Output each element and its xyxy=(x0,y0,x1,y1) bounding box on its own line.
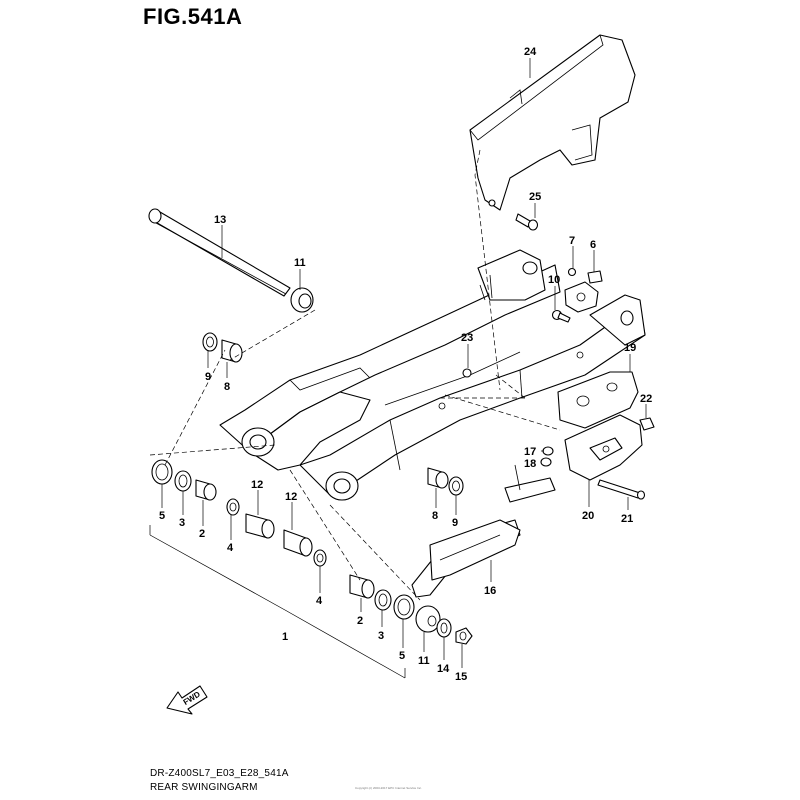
pivot-shaft-part-13 xyxy=(148,208,291,297)
washer-part-11-lower xyxy=(415,605,441,633)
washer-part-3-left xyxy=(174,470,192,492)
callout-11-upper: 11 xyxy=(294,257,306,269)
callout-11-lower: 11 xyxy=(418,655,430,667)
nut-part-7 xyxy=(567,267,577,277)
model-code: DR-Z400SL7_E03_E28_541A xyxy=(150,768,289,779)
callout-20: 20 xyxy=(582,510,594,522)
callout-25: 25 xyxy=(529,191,541,203)
callout-8-upper: 8 xyxy=(224,381,230,393)
oil-seal-part-9-lower xyxy=(448,476,464,496)
bracket-near-10 xyxy=(564,281,599,313)
callout-8-lower: 8 xyxy=(432,510,438,522)
callout-22: 22 xyxy=(640,393,652,405)
nut-part-15 xyxy=(455,627,473,645)
bearing-part-8-lower xyxy=(427,467,449,489)
spacer-part-12-b xyxy=(283,529,313,557)
callout-3-left: 3 xyxy=(179,517,185,529)
fwd-arrow-icon: FWD xyxy=(166,685,208,715)
washer-part-14 xyxy=(436,618,452,638)
callout-5-right: 5 xyxy=(399,650,405,662)
callout-3-right: 3 xyxy=(378,630,384,642)
callout-15: 15 xyxy=(455,671,467,683)
callout-1: 1 xyxy=(282,631,288,643)
clip-part-6 xyxy=(587,270,603,284)
washer-part-11-upper xyxy=(290,287,314,313)
figure-title: FIG.541A xyxy=(143,4,243,29)
callout-23: 23 xyxy=(461,332,473,344)
chain-guide-part-19 xyxy=(557,371,639,429)
callout-4-right: 4 xyxy=(316,595,323,607)
callout-numbers: 24 25 13 11 7 6 10 23 19 9 8 22 17 18 5 … xyxy=(159,46,652,683)
oil-seal-part-9-upper xyxy=(202,332,218,352)
bolt-part-25 xyxy=(515,213,539,231)
chain-cover-part-24 xyxy=(469,34,636,211)
callout-9-upper: 9 xyxy=(205,371,211,383)
callout-6: 6 xyxy=(590,239,596,251)
seal-part-5-right xyxy=(393,594,415,620)
bearing-part-2-right xyxy=(349,574,375,599)
collar-part-4-left xyxy=(226,498,240,516)
callout-5-left: 5 xyxy=(159,510,165,522)
seal-part-5-left xyxy=(151,459,173,485)
section-name: REAR SWINGINGARM xyxy=(150,782,258,793)
callout-18: 18 xyxy=(524,458,536,470)
callout-16: 16 xyxy=(484,585,496,597)
callout-leaders xyxy=(149,58,647,679)
chain-guide-part-20 xyxy=(564,414,643,481)
callout-10: 10 xyxy=(548,274,560,286)
collar-part-4-right xyxy=(313,549,327,567)
callout-2-right: 2 xyxy=(357,615,363,627)
nut-part-23 xyxy=(462,368,472,378)
callout-2-left: 2 xyxy=(199,528,205,540)
bolt-part-10 xyxy=(551,309,571,323)
nut-part-22 xyxy=(639,417,655,431)
assembly-lines xyxy=(149,149,561,601)
bearing-part-8-upper xyxy=(221,339,243,363)
callout-21: 21 xyxy=(621,513,633,525)
bearing-part-2-left xyxy=(195,479,217,501)
bolt-part-21 xyxy=(597,479,646,500)
callout-19: 19 xyxy=(624,342,636,354)
washer-part-3-right xyxy=(374,589,392,611)
callout-17: 17 xyxy=(524,446,536,458)
screw-part-17 xyxy=(542,446,554,456)
callout-14: 14 xyxy=(437,663,450,675)
callout-12-b: 12 xyxy=(285,491,297,503)
chain-buffer-part-16 xyxy=(411,464,556,598)
washer-part-18 xyxy=(540,457,552,467)
callout-24: 24 xyxy=(524,46,537,58)
callout-13: 13 xyxy=(214,214,226,226)
copyright-notice: Copyright (c) 2003-2017 EPC Internet Ser… xyxy=(355,786,422,790)
spacer-part-12-a xyxy=(245,513,275,539)
callout-7: 7 xyxy=(569,235,575,247)
swingarm-body xyxy=(219,249,646,501)
callout-12-a: 12 xyxy=(251,479,263,491)
callout-4-left: 4 xyxy=(227,542,234,554)
callout-9-lower: 9 xyxy=(452,517,458,529)
